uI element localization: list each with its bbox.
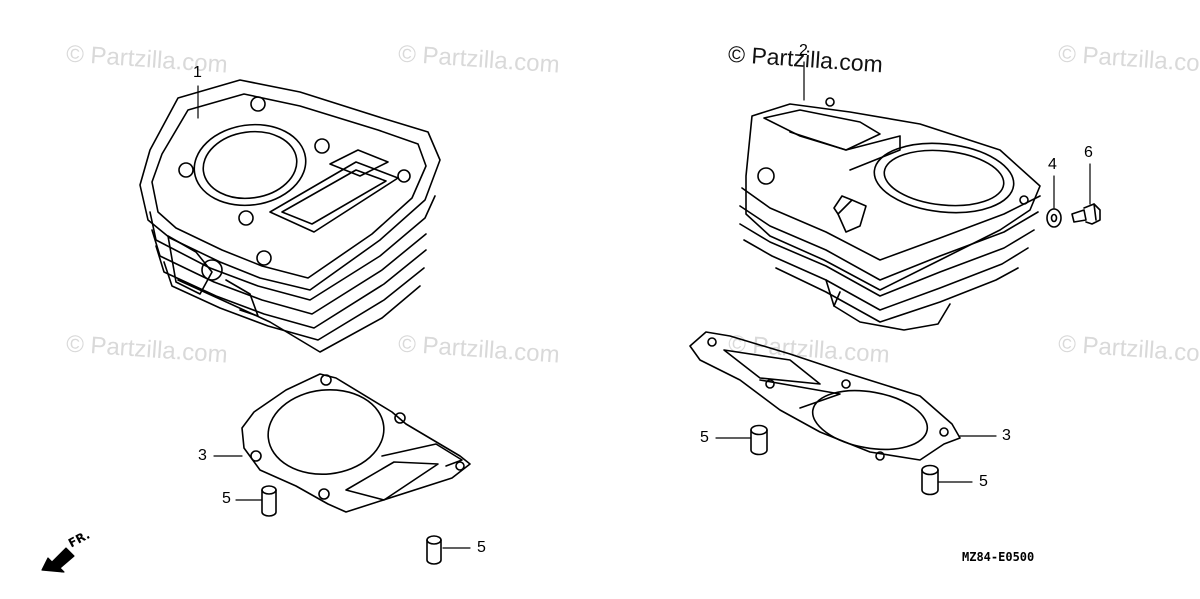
callout-4: 4 (1048, 156, 1057, 173)
cylinder-right-part[interactable] (739, 97, 1041, 331)
callout-6: 6 (1084, 144, 1093, 161)
callout-2: 2 (799, 42, 808, 59)
callout-5-right-b: 5 (979, 473, 988, 490)
callout-5-left-a: 5 (222, 490, 231, 507)
diagram-code: MZ84-E0500 (962, 550, 1035, 564)
cylinder-left-part[interactable] (139, 79, 441, 353)
callout-5-left-b: 5 (477, 539, 486, 556)
washer-part[interactable] (1046, 208, 1062, 228)
gasket-right-part[interactable] (689, 331, 961, 461)
dowel-left-a[interactable] (261, 485, 277, 517)
callout-1: 1 (193, 64, 202, 81)
callout-3-right: 3 (1002, 427, 1011, 444)
dowel-left-b[interactable] (426, 535, 442, 565)
front-arrow-icon (41, 547, 75, 573)
dowel-right-b[interactable] (921, 464, 939, 496)
leader-lines (197, 61, 1091, 549)
callout-3-left: 3 (198, 447, 207, 464)
callout-5-right-a: 5 (700, 429, 709, 446)
bolt-part[interactable] (1071, 203, 1101, 225)
gasket-left-part[interactable] (241, 373, 471, 513)
dowel-right-a[interactable] (750, 424, 768, 456)
